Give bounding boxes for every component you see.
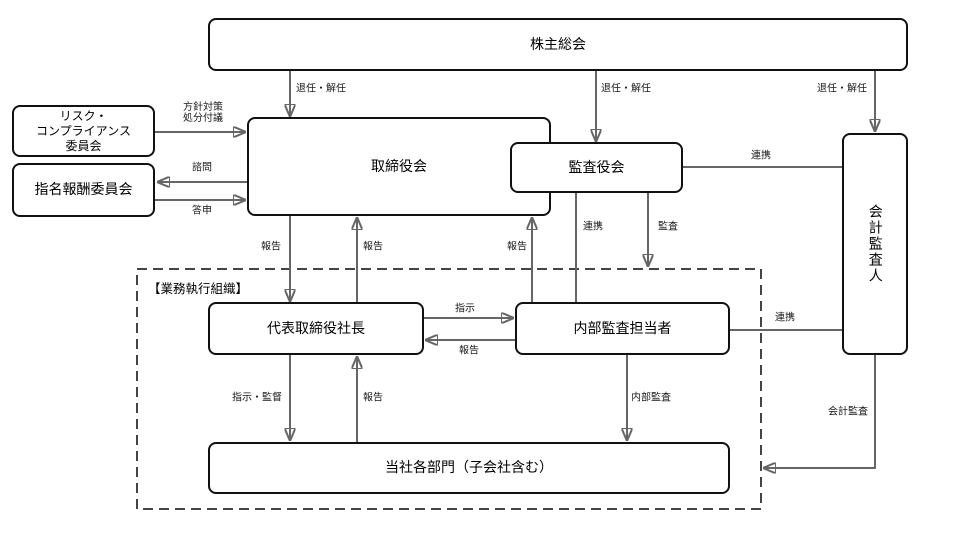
edge-label-instruction: 指示 [455,303,475,315]
edge-label-cooperation-audit-board-internal: 連携 [583,221,603,233]
node-risk-compliance-committee-line1: リスク・ [59,108,108,123]
node-risk-compliance-committee-line2: コンプライアンス [36,123,131,138]
edge-label-report-internal-audit-to-board: 報告 [507,241,527,253]
edge-label-report-departments-to-president: 報告 [363,392,383,404]
edge-label-consultation: 諮問 [192,162,212,174]
node-nomination-compensation-committee-label: 指名報酬委員会 [34,181,133,198]
node-audit-and-supervisory-board: 監査役会 [510,142,683,193]
node-representative-director-president-label: 代表取締役社長 [267,319,365,336]
edge-label-report-president-to-board: 報告 [363,241,383,253]
edge-label-policy-referral: 方針対策 処分付議 [183,102,223,124]
node-company-departments: 当社各部門（子会社含む） [208,442,730,494]
edge-accounting-audit-flow [764,355,876,468]
edge-label-instruction-supervision: 指示・監督 [232,392,282,404]
edge-label-dismissal-to-board: 退任・解任 [296,83,346,95]
node-board-of-directors-label: 取締役会 [371,157,427,174]
edge-label-dismissal-to-accounting-auditor: 退任・解任 [817,83,867,95]
edge-label-policy-referral-line2: 処分付議 [183,113,223,124]
edge-label-cooperation-internal-accounting: 連携 [775,312,795,324]
edge-label-internal-audit-flow: 内部監査 [631,392,671,404]
node-nomination-compensation-committee: 指名報酬委員会 [12,163,155,217]
node-risk-compliance-committee: リスク・ コンプライアンス 委員会 [12,105,155,157]
edge-label-policy-referral-line1: 方針対策 [183,102,223,113]
node-accounting-auditor-label: 会計監査人 [867,204,884,284]
node-shareholders-meeting-label: 株主総会 [530,35,586,52]
edge-label-recommendation: 答申 [192,205,212,217]
edge-label-report-internal-to-president: 報告 [459,345,479,357]
exec-org-dashed-border [136,268,762,510]
edge-label-cooperation-audit-board-accounting: 連携 [751,150,771,162]
node-internal-audit-staff: 内部監査担当者 [515,302,730,355]
node-representative-director-president: 代表取締役社長 [208,302,424,355]
edge-label-audit: 監査 [658,221,678,233]
node-shareholders-meeting: 株主総会 [208,18,908,71]
exec-org-group-label: 【業務執行組織】 [148,282,249,296]
node-risk-compliance-committee-line3: 委員会 [65,138,102,153]
node-company-departments-label: 当社各部門（子会社含む） [385,459,553,476]
node-internal-audit-staff-label: 内部監査担当者 [573,319,672,336]
edge-label-dismissal-to-audit-board: 退任・解任 [601,83,651,95]
node-board-of-directors: 取締役会 [247,117,551,216]
node-audit-and-supervisory-board-label: 監査役会 [568,158,625,175]
edge-label-accounting-audit-flow: 会計監査 [828,406,868,418]
node-accounting-auditor: 会計監査人 [842,133,908,355]
edge-label-report-board-to-president: 報告 [261,241,281,253]
